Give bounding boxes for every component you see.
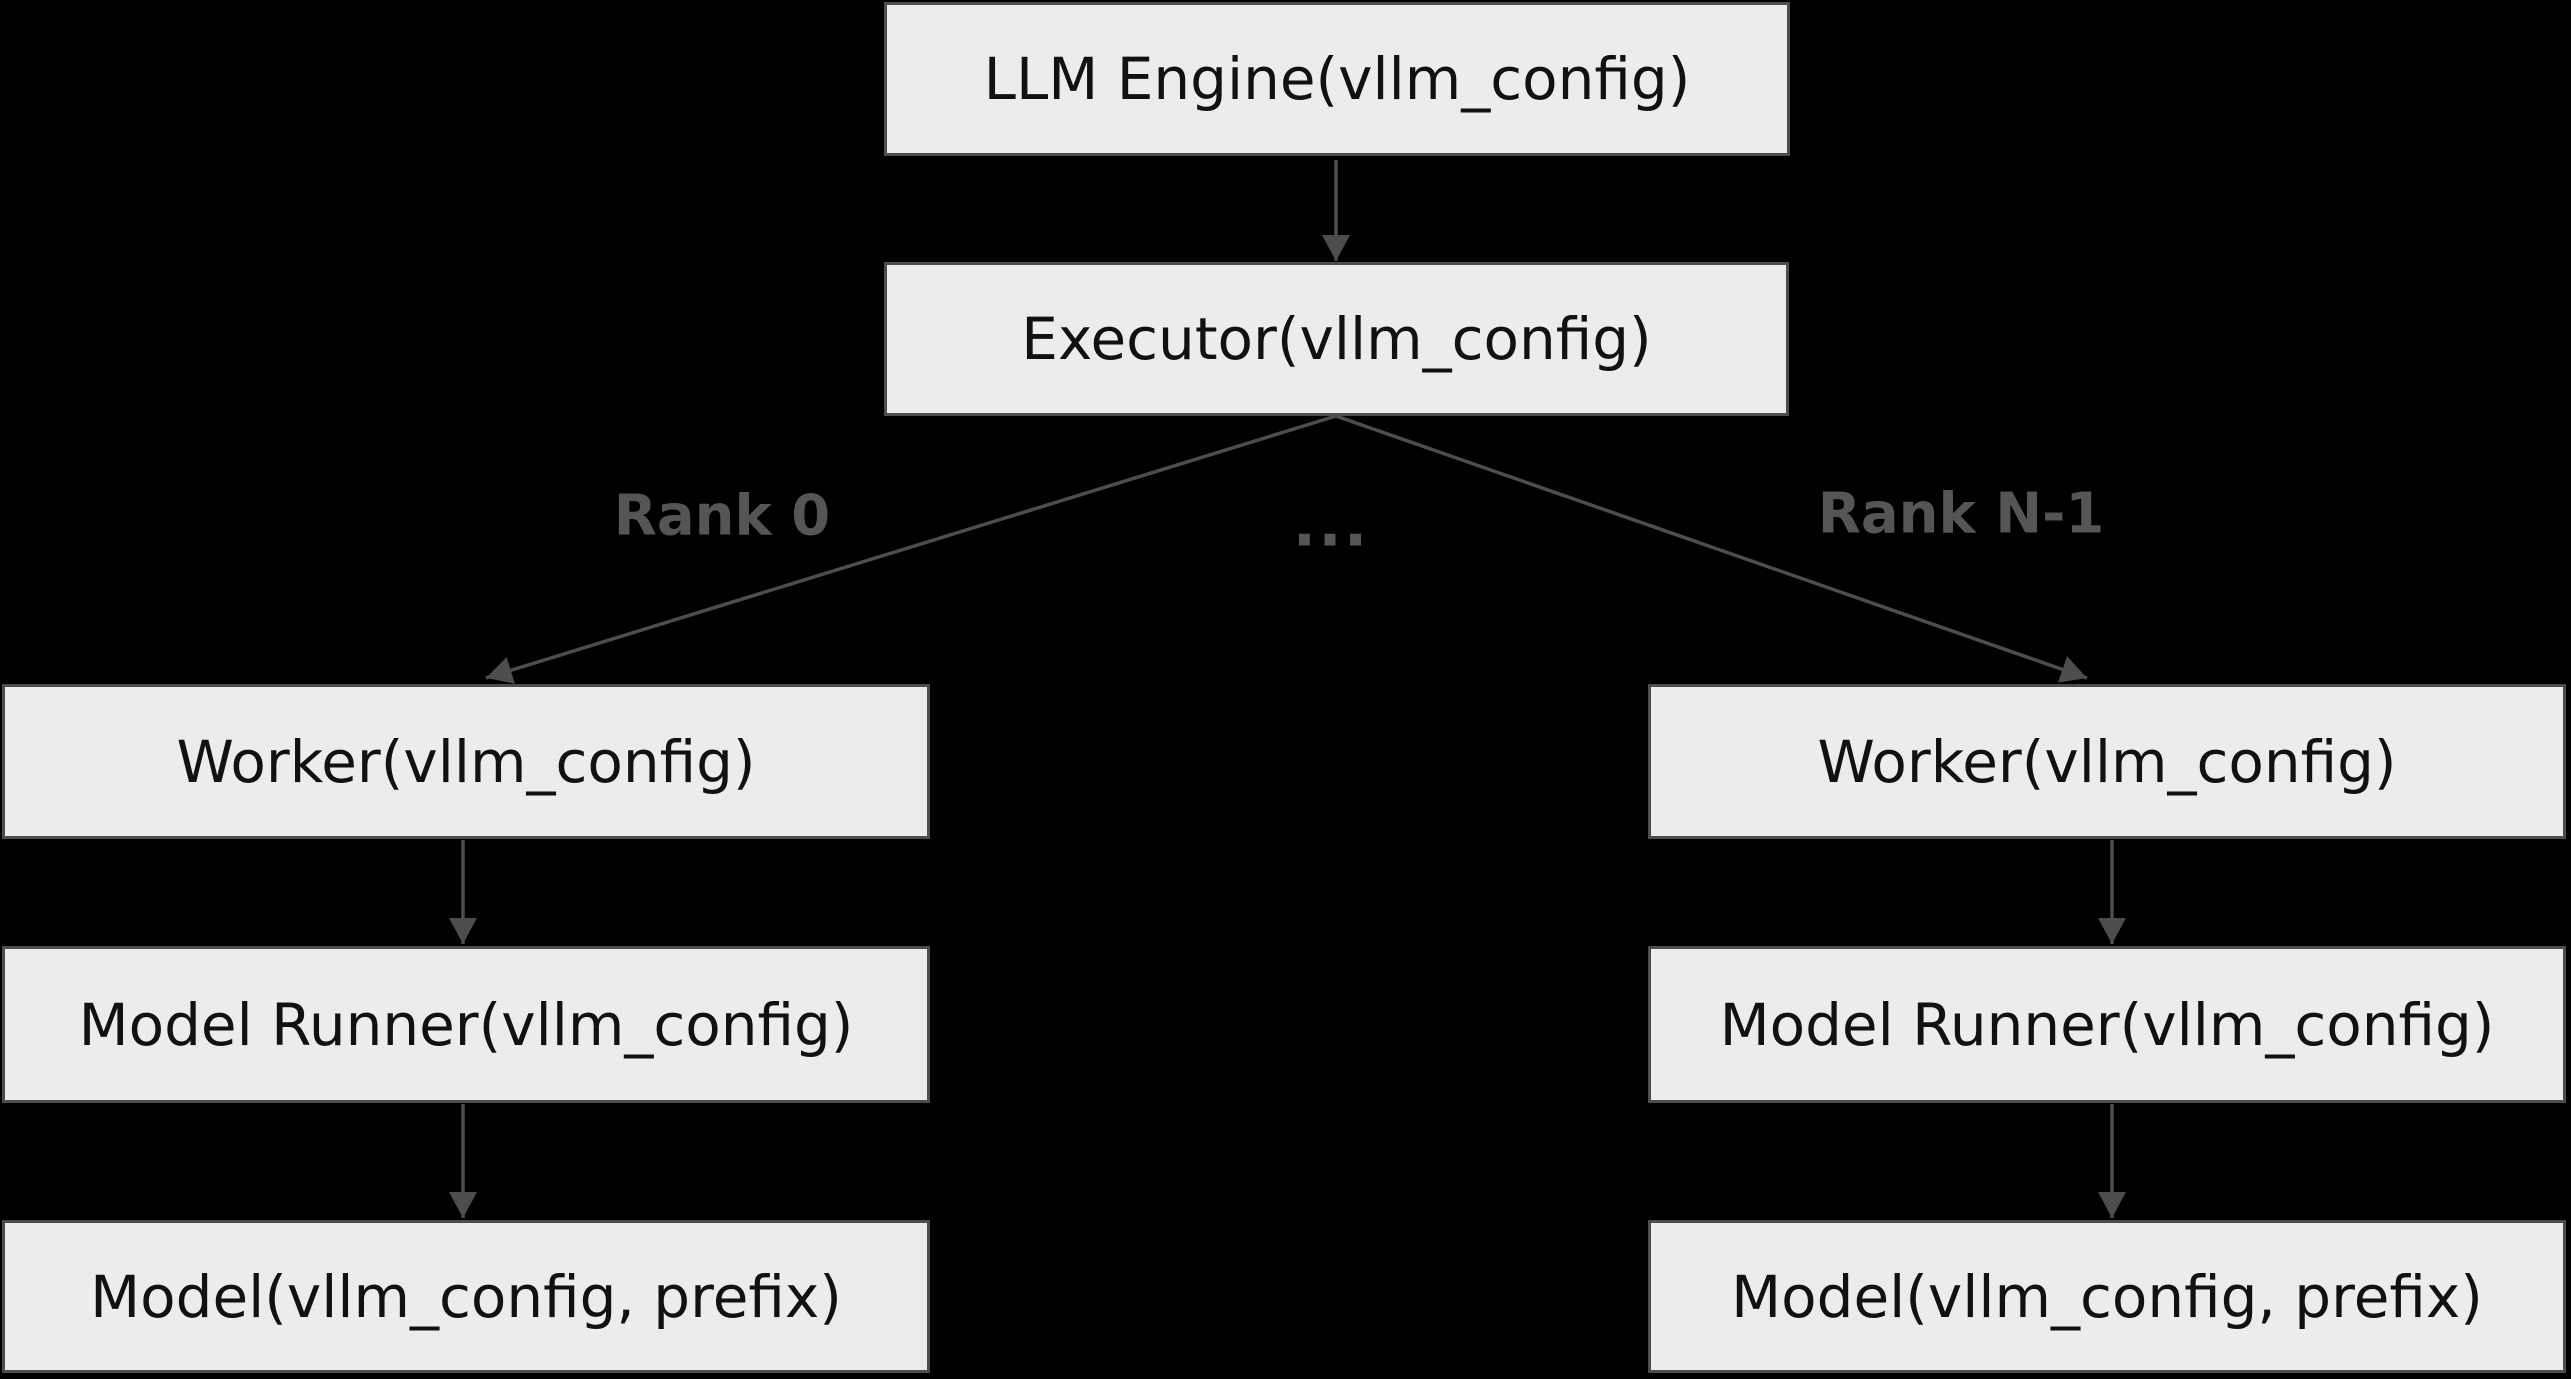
edge-label-rank-n-1: Rank N-1 [1817, 481, 2105, 547]
edge-label-rank-0: Rank 0 [613, 483, 831, 549]
edge-label-ellipsis: ... [1292, 487, 1370, 561]
edge-executor-to-worker-right [1335, 414, 2088, 683]
node-llm-engine: LLM Engine(vllm_config) [884, 2, 1790, 156]
node-model-runner-rankn: Model Runner(vllm_config) [1648, 946, 2566, 1103]
node-model-rank0: Model(vllm_config, prefix) [2, 1220, 930, 1373]
edge-executor-to-worker-left [485, 414, 1337, 684]
node-executor: Executor(vllm_config) [884, 262, 1789, 416]
node-model-rankn: Model(vllm_config, prefix) [1648, 1220, 2566, 1373]
node-model-runner-rank0: Model Runner(vllm_config) [2, 946, 930, 1103]
node-worker-rankn: Worker(vllm_config) [1648, 684, 2566, 839]
node-worker-rank0: Worker(vllm_config) [2, 684, 930, 839]
